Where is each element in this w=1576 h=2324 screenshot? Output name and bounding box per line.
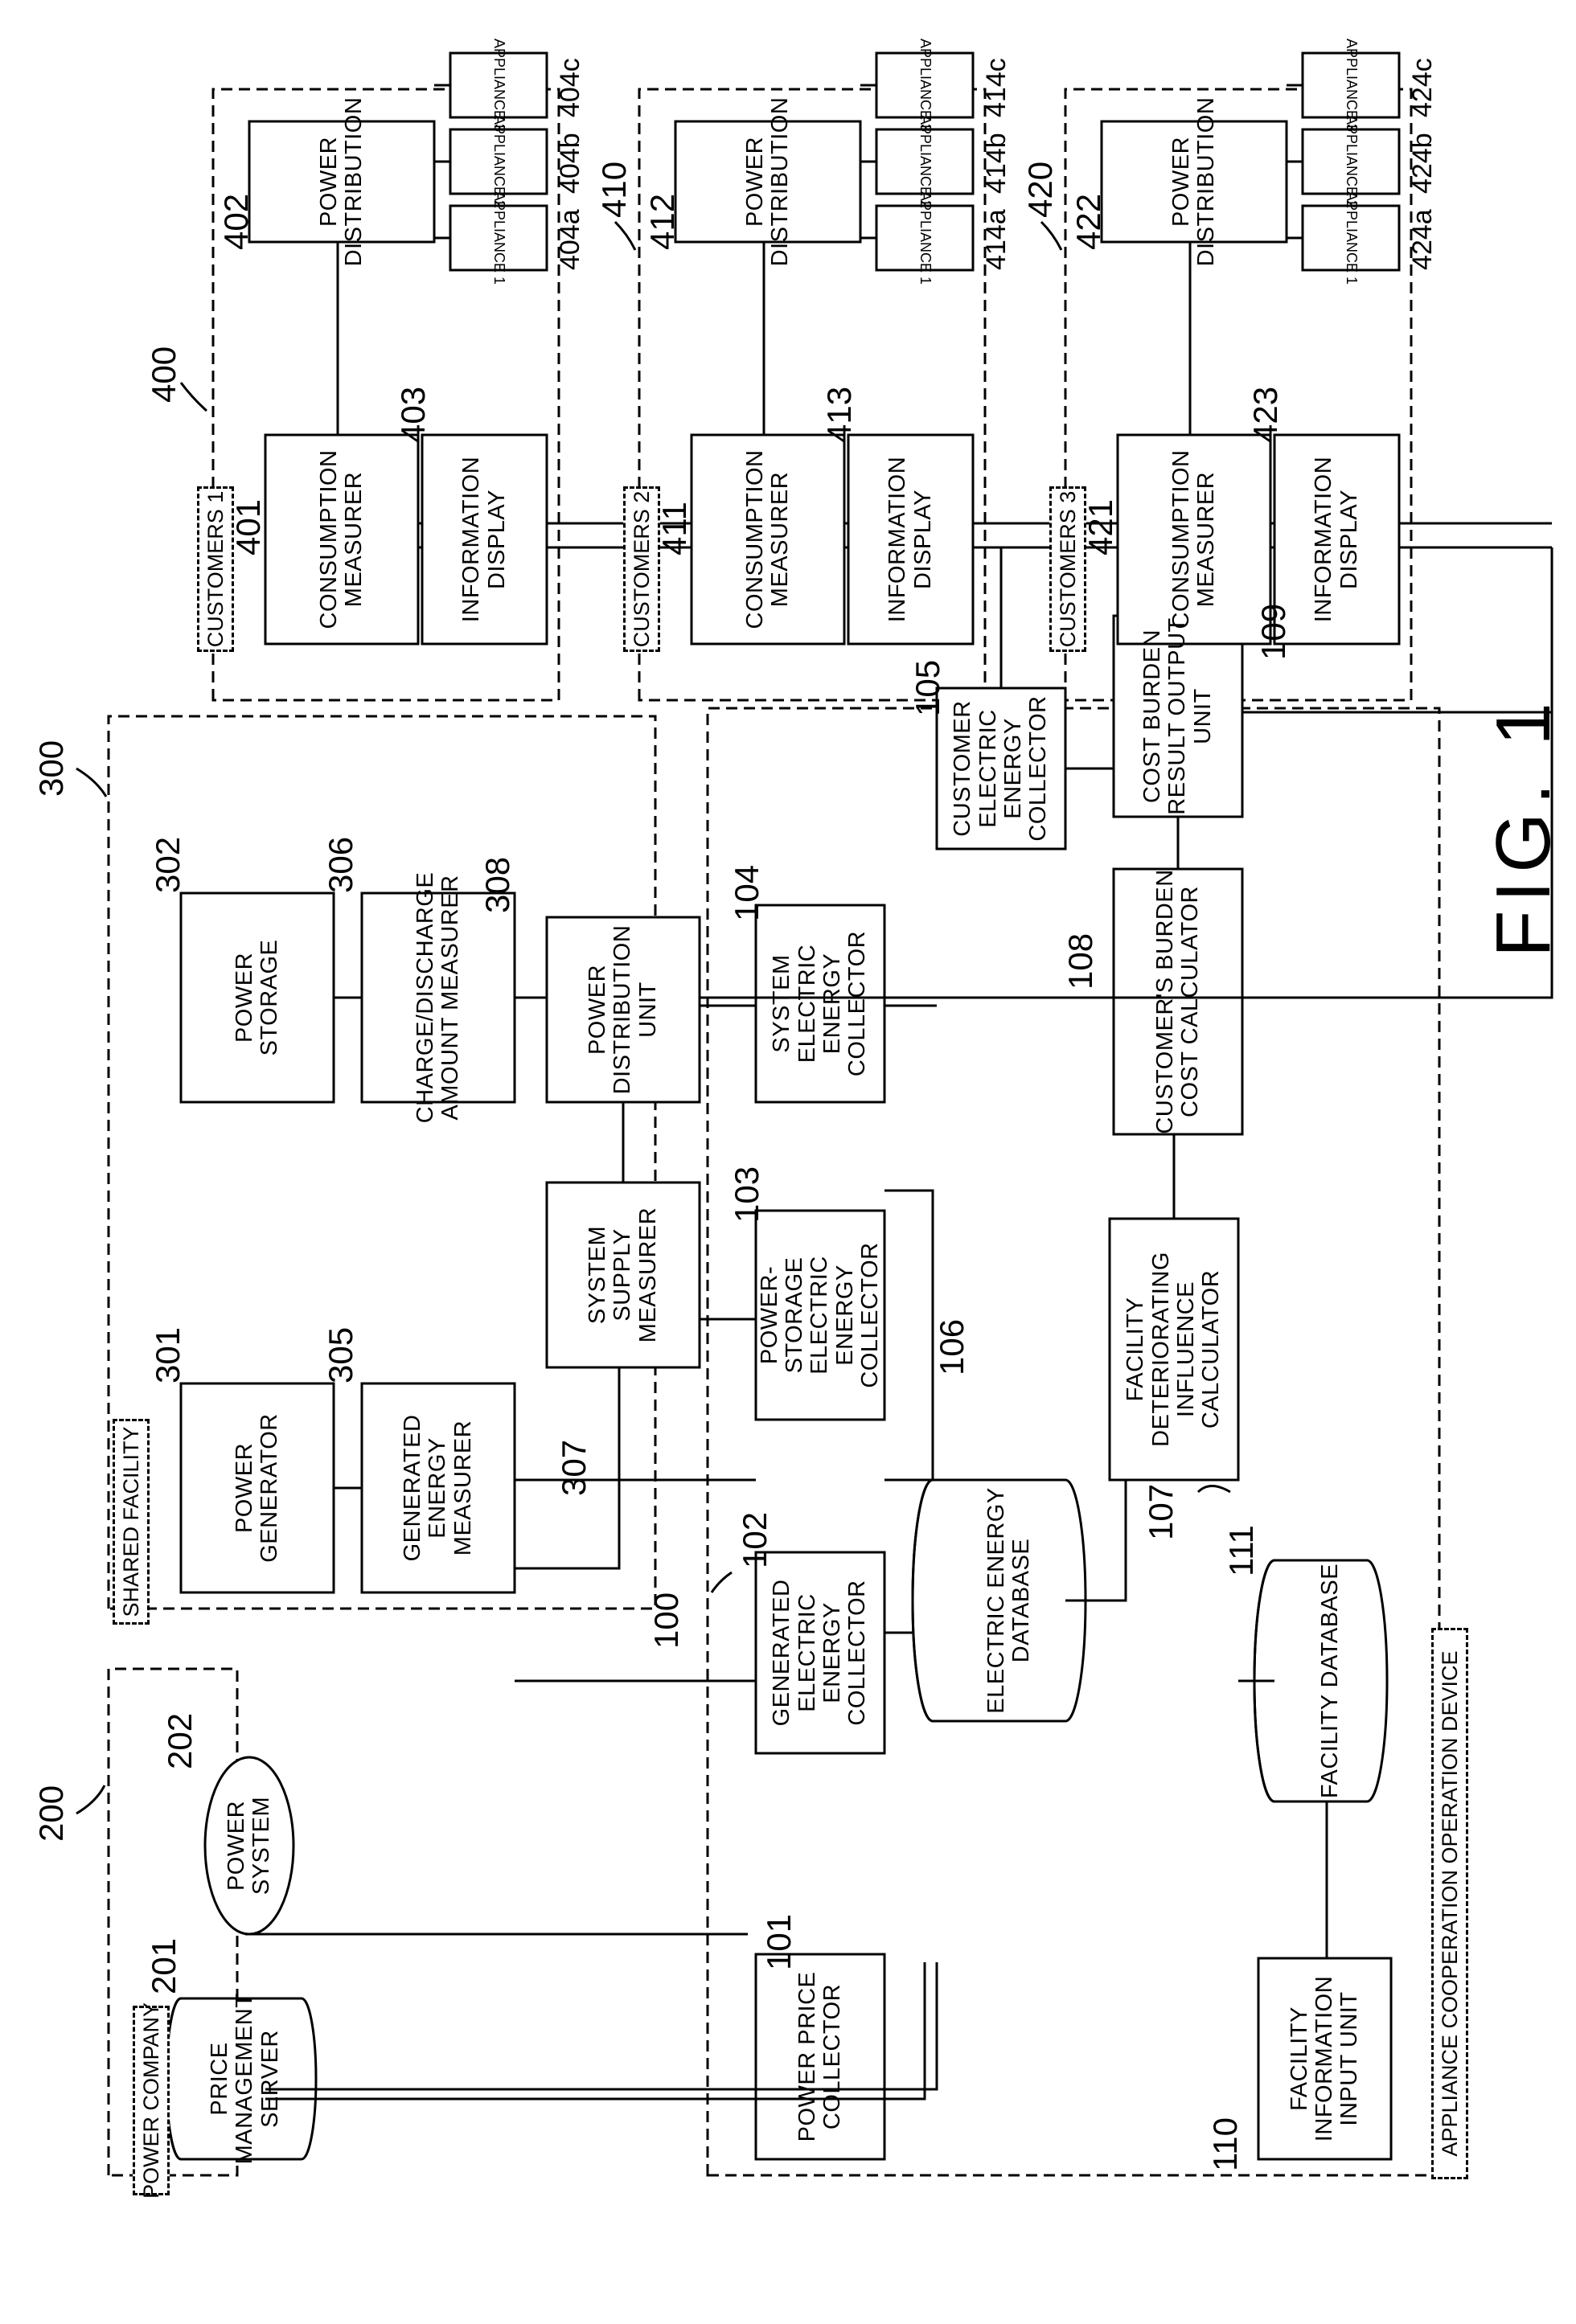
ref-105: 105 [909, 660, 947, 716]
ref-305: 305 [322, 1327, 360, 1383]
result-output-unit-label: COST BURDEN RESULT OUTPUT UNIT [1114, 616, 1242, 817]
customer-1-appliance-2-ref: 404b [555, 133, 586, 194]
customer-2-appliance-1-label: APPLIANCE 1 [876, 206, 973, 270]
power-price-collector-label: POWER PRICE COLLECTOR [756, 1954, 884, 2159]
ref-302: 302 [149, 837, 187, 893]
ref-410: 410 [595, 162, 634, 218]
wire-collector-database-3 [884, 1191, 933, 1480]
customer-2-display-label: INFORMATION DISPLAY [848, 435, 973, 644]
ref-301: 301 [149, 1327, 187, 1383]
ref-104: 104 [728, 865, 766, 921]
customer-1-display-ref: 403 [394, 387, 433, 443]
ref-103: 103 [728, 1166, 766, 1223]
customer-3-distribution-ref: 422 [1069, 194, 1108, 250]
ref-307: 307 [555, 1440, 593, 1496]
ref-102: 102 [736, 1512, 774, 1568]
customer-2-appliance-3-label: APPLIANCE 3 [876, 53, 973, 117]
power-storage-label: POWER STORAGE [181, 893, 334, 1102]
leader-410 [615, 222, 635, 250]
ref-106: 106 [933, 1319, 971, 1375]
customer-2-appliance-2-ref: 414b [981, 133, 1012, 194]
facility-database-label: FACILITY DATABASE [1287, 1560, 1375, 1801]
energy-database-label: ELECTRIC ENERGY DATABASE [953, 1480, 1065, 1721]
leader-300 [76, 769, 106, 797]
ref-300: 300 [32, 740, 71, 797]
customer-2-distribution-ref: 412 [643, 194, 682, 250]
customer-3-appliance-2-label: APPLIANCE 2 [1303, 129, 1399, 194]
generated-energy-measurer-label: GENERATED ENERGY MEASURER [362, 1383, 515, 1592]
charge-discharge-measurer-label: CHARGE/DISCHARGE AMOUNT MEASURER [362, 893, 515, 1102]
customer-2-measurer-label: CONSUMPTION MEASURER [692, 435, 844, 644]
figure-label: FIG. 1 [1480, 695, 1568, 957]
customer-1-appliance-2-label: APPLIANCE 2 [450, 129, 547, 194]
customer-3-appliance-2-ref: 424b [1407, 133, 1439, 194]
system-supply-measurer-label: SYSTEM SUPPLY MEASURER [547, 1182, 700, 1367]
deteriorating-calculator-label: FACILITY DETERIORATING INFLUENCE CALCULA… [1110, 1219, 1238, 1480]
customer-2-display-ref: 413 [820, 387, 859, 443]
customer-1-measurer-label: CONSUMPTION MEASURER [265, 435, 418, 644]
ref-111: 111 [1222, 1525, 1261, 1576]
ref-308: 308 [478, 857, 517, 913]
ref-420: 420 [1021, 162, 1060, 218]
power-system-label: POWER SYSTEM [225, 1757, 273, 1934]
customer-3-appliance-3-ref: 424c [1407, 58, 1439, 117]
customer-1-appliance-1-label: APPLIANCE 1 [450, 206, 547, 270]
tag-device: APPLIANCE COOPERATION OPERATION DEVICE [1431, 1628, 1468, 2179]
tag-shared-facility: SHARED FACILITY [113, 1419, 150, 1625]
power-distribution-unit-label: POWER DISTRIBUTION UNIT [547, 917, 700, 1102]
ref-306: 306 [322, 837, 360, 893]
customer-2-appliance-3-ref: 414c [981, 58, 1012, 117]
leader-200 [76, 1785, 105, 1814]
leader-400 [181, 383, 207, 411]
ref-202: 202 [161, 1713, 199, 1769]
customer-2-measurer-ref: 411 [655, 502, 694, 555]
ref-201: 201 [145, 1938, 183, 1994]
ref-107: 107 [1142, 1484, 1180, 1540]
customer-1-distribution-label: POWER DISTRIBUTION [249, 121, 434, 242]
leader-100 [712, 1572, 732, 1592]
customer-1-distribution-ref: 402 [217, 194, 256, 250]
customer-collector-label: CUSTOMER ELECTRIC ENERGY COLLECTOR [937, 688, 1065, 849]
customer-2-appliance-1-ref: 414a [981, 209, 1012, 270]
leader-107 [1198, 1486, 1230, 1493]
ref-400: 400 [145, 346, 183, 403]
ref-100: 100 [647, 1592, 686, 1649]
ref-101: 101 [760, 1914, 798, 1970]
customer-3-measurer-ref: 421 [1081, 499, 1120, 555]
customer-1-appliance-1-ref: 404a [555, 209, 586, 270]
customer-3-distribution-label: POWER DISTRIBUTION [1102, 121, 1287, 242]
power-generator-label: POWER GENERATOR [181, 1383, 334, 1592]
customer-3-measurer-label: CONSUMPTION MEASURER [1118, 435, 1270, 644]
burden-calculator-label: CUSTOMER'S BURDEN COST CALCULATOR [1114, 869, 1242, 1134]
customer-1-appliance-3-label: APPLIANCE 3 [450, 53, 547, 117]
customer-3-appliance-3-label: APPLIANCE 3 [1303, 53, 1399, 117]
ref-110: 110 [1206, 2117, 1245, 2171]
price-server-label: PRICE MANAGEMENT SERVER [193, 1998, 298, 2159]
generated-collector-label: GENERATED ELECTRIC ENERGY COLLECTOR [756, 1552, 884, 1753]
customer-3-appliance-1-label: APPLIANCE 1 [1303, 206, 1399, 270]
ref-108: 108 [1061, 933, 1100, 990]
storage-collector-label: POWER-STORAGE ELECTRIC ENERGY COLLECTOR [756, 1211, 884, 1420]
system-collector-label: SYSTEM ELECTRIC ENERGY COLLECTOR [756, 905, 884, 1102]
customer-3-appliance-1-ref: 424a [1407, 209, 1439, 270]
facility-input-unit-label: FACILITY INFORMATION INPUT UNIT [1258, 1958, 1391, 2159]
customer-2-appliance-2-label: APPLIANCE 2 [876, 129, 973, 194]
ref-200: 200 [32, 1785, 71, 1842]
customer-1-appliance-3-ref: 404c [555, 58, 586, 117]
customer-3-display-ref: 423 [1246, 387, 1285, 443]
customer-1-measurer-ref: 401 [229, 499, 268, 555]
customer-2-distribution-label: POWER DISTRIBUTION [675, 121, 860, 242]
leader-420 [1041, 222, 1061, 250]
customer-3-display-label: INFORMATION DISPLAY [1274, 435, 1399, 644]
tag-power-company: POWER COMPANY [133, 2006, 170, 2195]
customer-1-display-label: INFORMATION DISPLAY [422, 435, 547, 644]
